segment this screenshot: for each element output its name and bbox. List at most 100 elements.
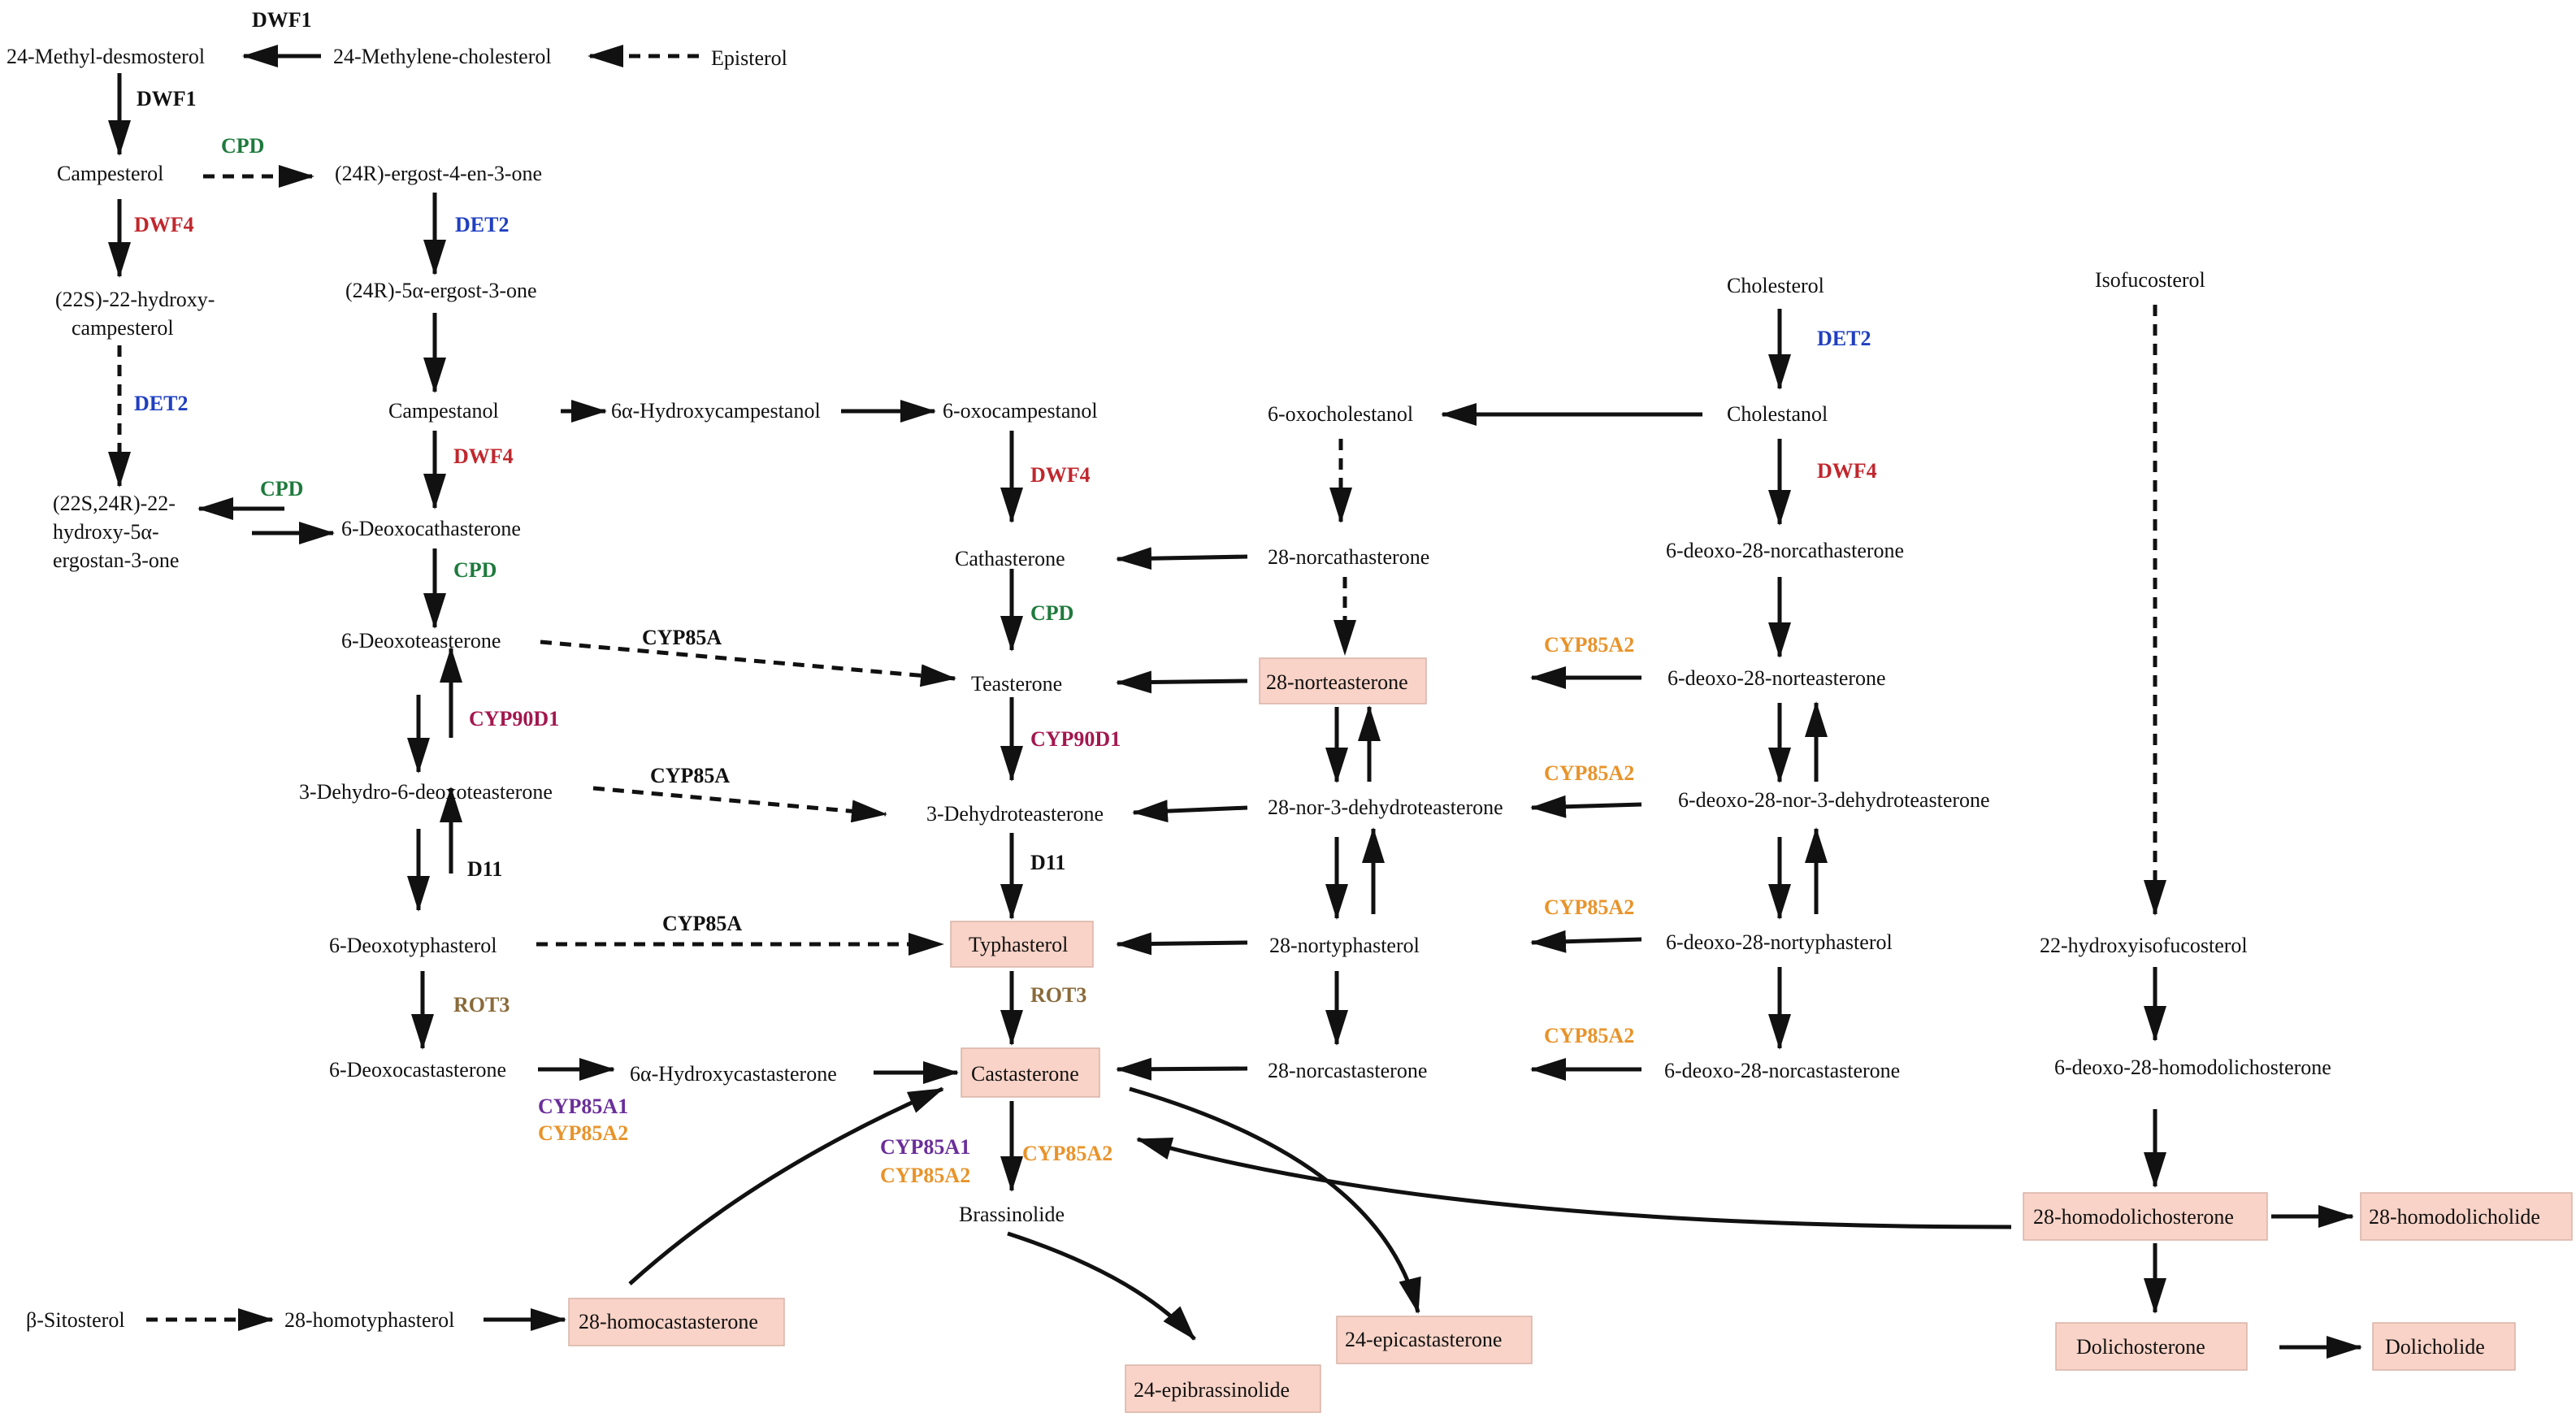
box-homodolichosterone (2023, 1192, 2268, 1241)
arrow-deoxonordehydro-to-nordehydro (1530, 795, 1642, 818)
compound-dehydroteasterone: 3-Dehydroteasterone (926, 802, 1104, 826)
compound-deoxocathasterone: 6-Deoxocathasterone (341, 517, 521, 540)
enzyme-d11-1: D11 (467, 857, 502, 881)
enzyme-cyp90d1-2: CYP90D1 (1030, 727, 1121, 751)
compound-dehydro-deoxoteasterone: 3-Dehydro-6-deoxoteasterone (299, 780, 553, 804)
compound-oxocampestanol: 6-oxocampestanol (943, 399, 1098, 423)
compound-norcathasterone: 28-norcathasterone (1268, 545, 1429, 569)
compound-isofucosterol: Isofucosterol (2095, 268, 2205, 292)
compound-hydroxyisofucosterol: 22-hydroxyisofucosterol (2040, 934, 2248, 957)
reaction-arrows (108, 45, 2362, 1359)
compound-hydroxycastasterone: 6α-Hydroxycastasterone (630, 1062, 837, 1086)
enzyme-cyp85a2-6: CYP85A2 (1544, 895, 1634, 919)
compound-deoxo-norcastasterone: 6-deoxo-28-norcastasterone (1664, 1059, 1900, 1082)
compound-homocastasterone: 28-homocastasterone (579, 1310, 758, 1333)
compound-cholesterol: Cholesterol (1727, 274, 1824, 297)
compound-methyl-desmosterol: 24-Methyl-desmosterol (7, 45, 205, 68)
arrow-nortyphasterol-to-typhasterol (1116, 932, 1248, 956)
arrow-dehydrodeoxo-to-dehydroteasterone (592, 786, 887, 823)
compound-cholestanol: Cholestanol (1727, 402, 1828, 426)
arrow-homocastasterone-to-castasterone (628, 1086, 944, 1285)
compound-homodolicholide: 28-homodolicholide (2369, 1205, 2540, 1229)
compound-norteasterone: 28-norteasterone (1266, 670, 1408, 694)
compound-labels: 24-Methyl-desmosterol 24-Methylene-chole… (7, 45, 2540, 1402)
enzyme-cyp85a2-7: CYP85A2 (1544, 1024, 1634, 1047)
compound-deoxo-nor-dehydroteasterone: 6-deoxo-28-nor-3-dehydroteasterone (1678, 788, 1990, 812)
box-typhasterol (950, 921, 1094, 968)
enzyme-dwf4-3: DWF4 (1030, 463, 1091, 487)
compound-nortyphasterol: 28-nortyphasterol (1269, 934, 1420, 957)
compound-deoxotyphasterol: 6-Deoxotyphasterol (329, 934, 497, 957)
compound-methylene-cholesterol: 24-Methylene-cholesterol (333, 45, 552, 68)
box-homocastasterone (568, 1298, 785, 1346)
compound-dolichosterone: Dolichosterone (2076, 1335, 2205, 1359)
enzyme-cyp85a2-2: CYP85A2 (880, 1164, 970, 1187)
compound-norcastasterone: 28-norcastasterone (1268, 1059, 1427, 1082)
box-norteasterone (1259, 657, 1427, 704)
enzyme-det2-3: DET2 (1817, 327, 1871, 350)
arrow-homodolichosterone-to-castasterone (1136, 1137, 2012, 1229)
compound-castasterone: Castasterone (971, 1062, 1079, 1086)
compound-epicastasterone: 24-epicastasterone (1345, 1328, 1502, 1351)
box-castasterone (961, 1047, 1100, 1098)
enzyme-rot3-1: ROT3 (453, 993, 510, 1017)
compound-homodolichosterone: 28-homodolichosterone (2033, 1205, 2234, 1229)
compound-deoxo-nortyphasterol: 6-deoxo-28-nortyphasterol (1666, 930, 1893, 954)
compound-ergostanone: (24R)-5α-ergost-3-one (345, 279, 537, 302)
arrow-deoxonortyphasterol-to-nortyphasterol (1530, 930, 1642, 953)
highlight-boxes (568, 657, 2573, 1413)
compound-brassinolide: Brassinolide (959, 1203, 1065, 1226)
compound-dolicholide: Dolicholide (2385, 1335, 2485, 1359)
compound-homotyphasterol: 28-homotyphasterol (284, 1308, 454, 1332)
enzyme-det2-1: DET2 (455, 213, 509, 236)
enzyme-cyp85a2-4: CYP85A2 (1544, 633, 1634, 657)
enzyme-cpd-4: CPD (1030, 601, 1073, 625)
compound-episterol: Episterol (711, 46, 787, 70)
arrow-nordehydro-to-dehydroteasterone (1132, 800, 1248, 823)
compound-hydroxy-ergostanone-line3: ergostan-3-one (53, 548, 179, 572)
compound-deoxocastasterone: 6-Deoxocastasterone (329, 1058, 506, 1082)
compound-deoxo-norteasterone: 6-deoxo-28-norteasterone (1667, 666, 1886, 690)
enzyme-cpd-3: CPD (453, 558, 497, 582)
compound-ergostenone: (24R)-ergost-4-en-3-one (335, 162, 542, 185)
enzyme-cyp85a1-1: CYP85A1 (538, 1095, 628, 1118)
compound-hydroxy-ergostanone-line2: hydroxy-5α- (53, 520, 159, 544)
compound-campestanol: Campestanol (388, 399, 499, 423)
arrow-castasterone-to-epicastasterone (1129, 1086, 1421, 1314)
enzyme-cyp85a2-5: CYP85A2 (1544, 761, 1634, 785)
enzyme-det2-2: DET2 (134, 392, 188, 415)
arrow-norcathasterone-to-cathasterone (1116, 547, 1248, 570)
enzyme-cyp90d1-1: CYP90D1 (469, 707, 559, 731)
enzyme-cyp85a2-1: CYP85A2 (538, 1121, 628, 1145)
compound-deoxo-norcathasterone: 6-deoxo-28-norcathasterone (1666, 539, 1904, 562)
compound-hydroxycampestanol: 6α-Hydroxycampestanol (611, 399, 821, 423)
box-epibrassinolide (1125, 1364, 1321, 1413)
compound-epibrassinolide: 24-epibrassinolide (1134, 1378, 1290, 1402)
box-dolicholide (2372, 1322, 2516, 1371)
enzyme-cyp85a-2: CYP85A (650, 764, 730, 787)
enzyme-cyp85a-1: CYP85A (642, 626, 722, 649)
compound-hydroxy-campesterol-line1: (22S)-22-hydroxy- (55, 288, 215, 311)
arrow-brassinolide-to-epibrassinolide (1007, 1231, 1196, 1341)
compound-oxocholestanol: 6-oxocholestanol (1268, 402, 1413, 426)
compound-deoxo-homodolichosterone: 6-deoxo-28-homodolichosterone (2054, 1056, 2331, 1079)
box-epicastasterone (1336, 1316, 1533, 1364)
enzyme-cyp85a2-3: CYP85A2 (1022, 1142, 1112, 1165)
enzyme-rot3-2: ROT3 (1030, 983, 1086, 1007)
arrow-deoxoteasterone-to-teasterone (540, 639, 956, 687)
enzyme-cyp85a1-2: CYP85A1 (880, 1135, 970, 1159)
enzyme-dwf4-2: DWF4 (453, 444, 514, 468)
enzyme-dwf4-4: DWF4 (1817, 459, 1877, 483)
box-dolichosterone (2055, 1322, 2248, 1371)
compound-campesterol: Campesterol (57, 162, 163, 185)
enzyme-dwf4-1: DWF4 (134, 213, 194, 236)
enzyme-dwf1-top: DWF1 (252, 8, 312, 32)
compound-typhasterol: Typhasterol (969, 933, 1068, 956)
enzyme-d11-2: D11 (1030, 851, 1065, 874)
enzyme-labels: DWF1 DWF1 CPD DWF4 DET2 DET2 DWF4 CPD DW… (134, 8, 1877, 1187)
compound-teasterone: Teasterone (971, 672, 1062, 696)
compound-sitosterol: β-Sitosterol (26, 1308, 125, 1332)
compound-nor-dehydroteasterone: 28-nor-3-dehydroteasterone (1268, 796, 1503, 819)
compound-hydroxy-campesterol-line2: campesterol (72, 316, 174, 340)
